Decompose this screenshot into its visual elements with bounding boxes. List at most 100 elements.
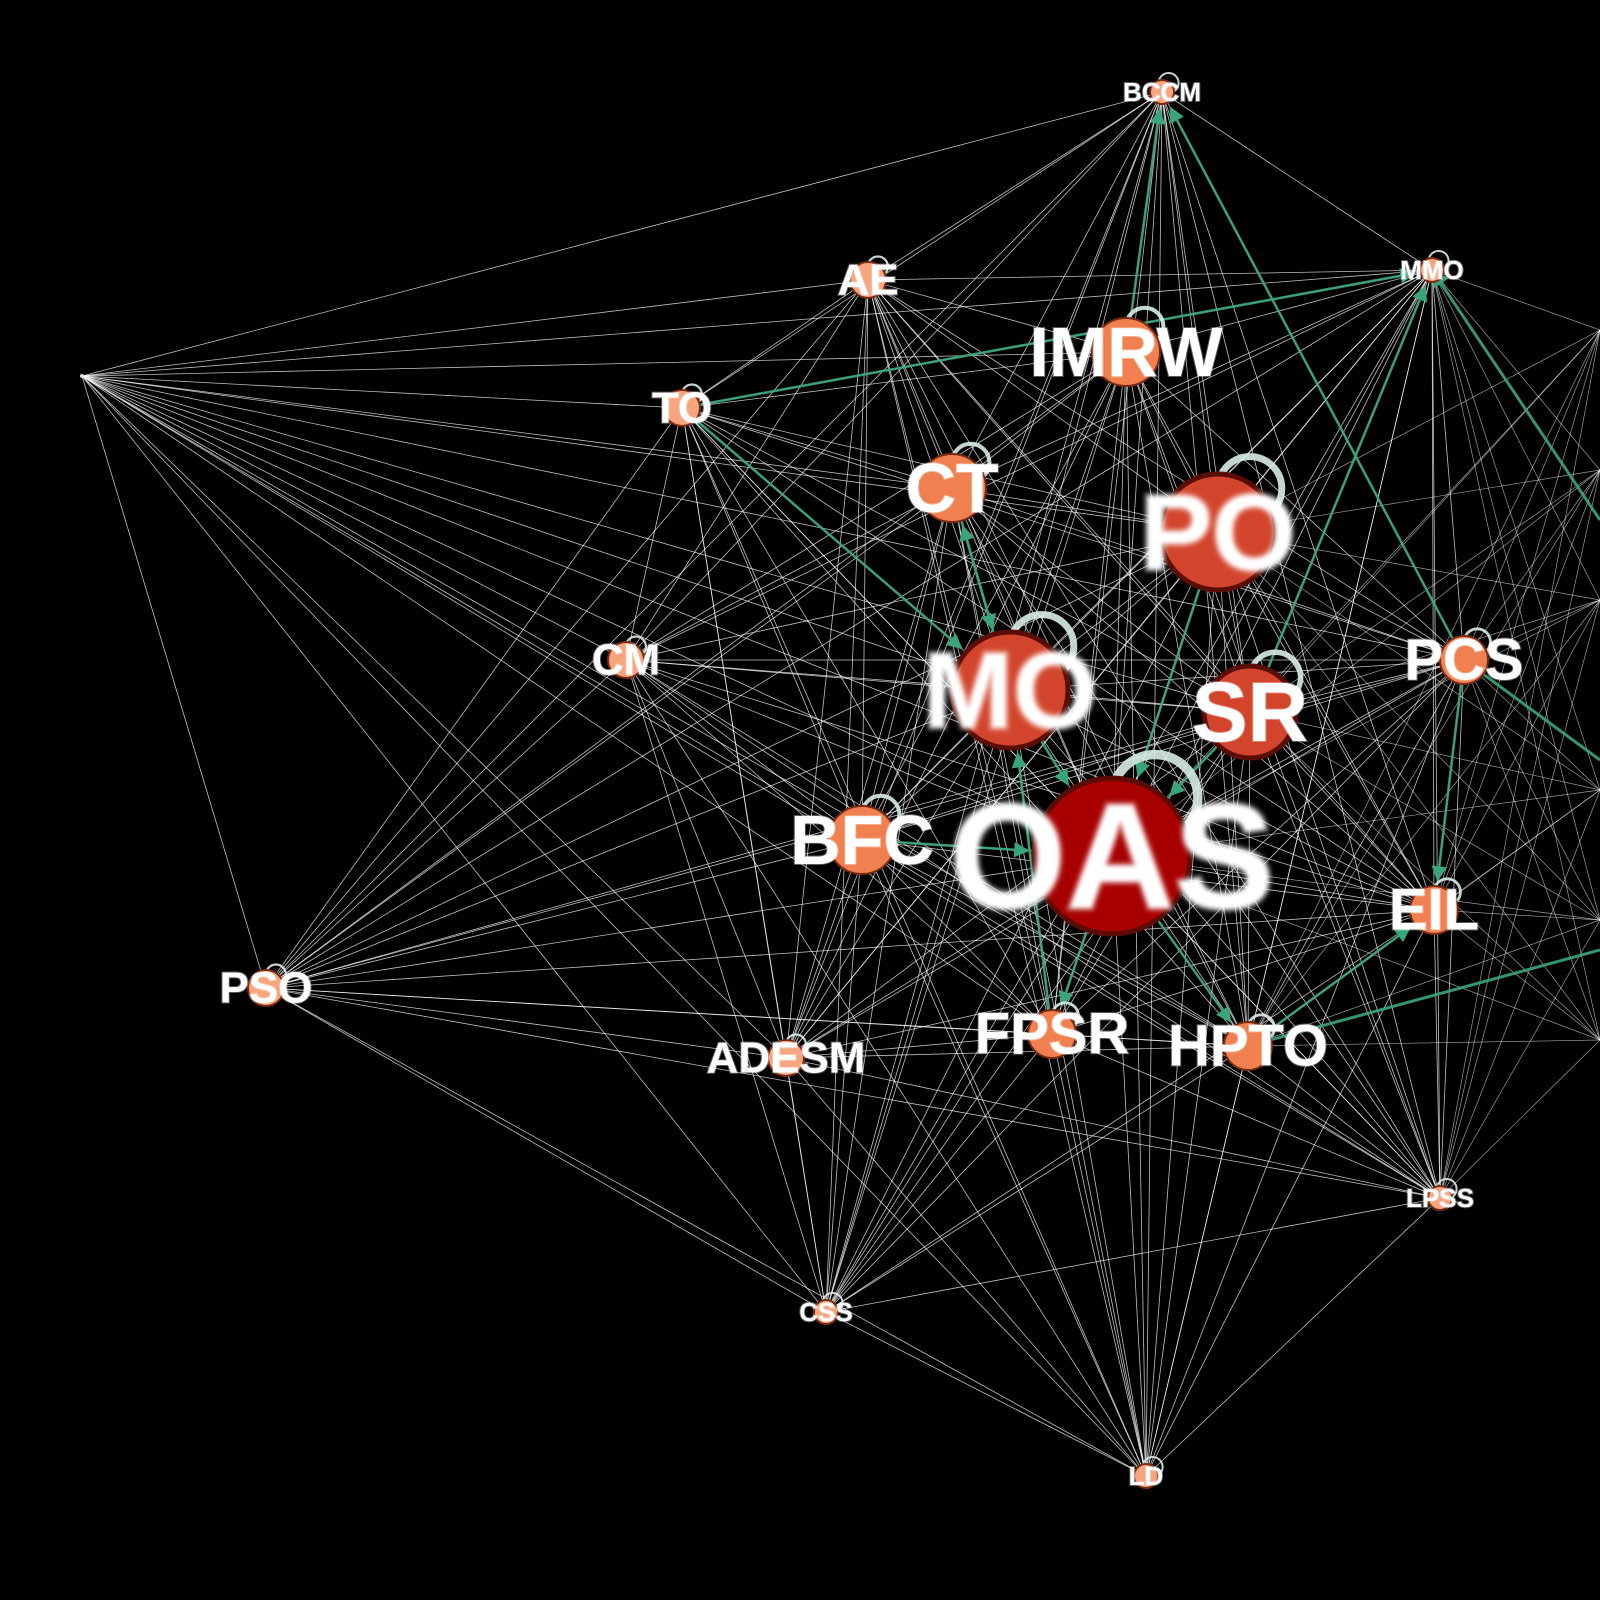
directed-edge-to-mo: [681, 407, 963, 650]
node-label-hpto: HPTO: [1168, 1014, 1328, 1079]
directed-edge-offscreen-1: [1246, 948, 1600, 1051]
node-cm[interactable]: [607, 641, 645, 679]
edge-offscreen-3-4: [1463, 659, 1600, 921]
edge-pcs-fpsr: [1051, 659, 1465, 1035]
node-imrw[interactable]: [1091, 317, 1161, 387]
edge-bccm-cm: [625, 91, 1163, 661]
directed-edge-offscreen-2: [1430, 268, 1600, 521]
node-ld[interactable]: [1133, 1463, 1159, 1489]
edge-bccm-bfc: [861, 91, 1163, 841]
edge-bfc-ld: [861, 839, 1147, 1477]
edge-bccm-po: [1161, 91, 1219, 533]
edge-offscreen-1-5: [1217, 531, 1600, 1041]
edge-ct-fpsr: [951, 487, 1053, 1035]
edge-cm-lpss: [625, 659, 1441, 1199]
edge-sr-lpss: [1249, 711, 1441, 1199]
edge-offscreen-7-1: [1247, 469, 1600, 1047]
edge-ct-adesm: [785, 487, 953, 1059]
node-mo[interactable]: [949, 629, 1071, 751]
edge-unl-po: [81, 375, 1219, 533]
node-lpss[interactable]: [1427, 1185, 1453, 1211]
edge-imrw-pcs: [1125, 351, 1465, 661]
edge-to-cm: [625, 407, 683, 661]
node-fpsr[interactable]: [1027, 1009, 1077, 1059]
edge-cm-oas: [625, 659, 1113, 857]
node-oas[interactable]: [1031, 775, 1193, 937]
node-po[interactable]: [1157, 471, 1279, 593]
edge-cm-adesm: [625, 659, 787, 1059]
edge-unl-pcs: [81, 375, 1465, 661]
edge-ct-pso: [265, 487, 953, 989]
edge-offscreen-2-4: [1431, 269, 1600, 921]
edge-imrw-oas: [1111, 351, 1127, 857]
edge-offscreen-5-2: [1439, 599, 1600, 1199]
edge-po-ld: [1145, 531, 1219, 1477]
edge-ct-eil: [951, 487, 1435, 911]
node-bccm[interactable]: [1149, 79, 1175, 105]
node-sr[interactable]: [1201, 663, 1299, 761]
edge-eil-css: [825, 909, 1435, 1313]
edge-mo-adesm: [785, 689, 1011, 1059]
node-to[interactable]: [663, 389, 701, 427]
edge-offscreen-7-0: [1247, 329, 1600, 1047]
edge-offscreen-4-5: [1433, 909, 1600, 1041]
node-eil[interactable]: [1409, 885, 1459, 935]
edge-pcs-css: [825, 659, 1465, 1313]
directed-edge-fpsr-mo: [1011, 751, 1054, 1035]
node-css[interactable]: [813, 1299, 839, 1325]
node-mmo[interactable]: [1419, 257, 1445, 283]
edge-lpss-ld: [1145, 1197, 1441, 1477]
edge-offscreen-3-3: [1463, 659, 1600, 791]
edge-po-adesm: [785, 531, 1219, 1059]
edge-pcs-ld: [1145, 659, 1465, 1477]
edge-po-lpss: [1217, 531, 1441, 1199]
node-ct[interactable]: [917, 453, 987, 523]
edge-offscreen-2-0: [1431, 269, 1600, 331]
edge-cm-sr: [625, 659, 1251, 713]
edge-unl-oas: [81, 375, 1113, 857]
edge-unl-pso: [81, 375, 267, 989]
edge-bccm-mo: [1009, 91, 1163, 691]
edge-mmo-bfc: [861, 269, 1433, 841]
node-hpto[interactable]: [1223, 1021, 1273, 1071]
edge-cm-pso: [265, 659, 627, 989]
node-ae[interactable]: [849, 261, 887, 299]
edge-offscreen-5-5: [1439, 1039, 1600, 1199]
edge-eil-pso: [265, 909, 1435, 989]
node-label-oas: OAS: [949, 772, 1274, 940]
edge-bccm-ae: [867, 91, 1163, 281]
edge-bfc-adesm: [785, 839, 863, 1059]
edge-offscreen-5-0: [1439, 329, 1600, 1199]
edge-adesm-hpto: [785, 1045, 1249, 1059]
node-unlabeled[interactable]: [80, 374, 84, 378]
directed-edge-offscreen-0: [1462, 658, 1600, 762]
edge-pcs-bfc: [861, 659, 1465, 841]
edge-ct-sr: [951, 487, 1251, 713]
edge-unl-ld: [81, 375, 1147, 1477]
edge-to-pso: [265, 407, 683, 989]
edge-ct-cm: [625, 487, 953, 661]
edge-offscreen-1-4: [1217, 531, 1600, 921]
node-label-cm: CM: [592, 636, 660, 685]
node-bfc[interactable]: [827, 805, 897, 875]
edge-cm-bfc: [625, 659, 863, 841]
node-pso[interactable]: [247, 969, 285, 1007]
node-adesm[interactable]: [767, 1039, 805, 1077]
edge-ae-cm: [625, 279, 869, 661]
edge-imrw-ct: [951, 351, 1127, 489]
edge-mmo-lpss: [1431, 269, 1441, 1199]
edge-fpsr-ld: [1051, 1033, 1147, 1477]
edge-adesm-css: [785, 1057, 827, 1313]
node-label-po: PO: [1140, 472, 1296, 593]
edge-to-bfc: [681, 407, 863, 841]
edge-bccm-pso: [265, 91, 1163, 989]
edge-ae-mmo: [867, 269, 1433, 281]
edge-offscreen-2-1: [1431, 269, 1600, 471]
edge-unl-fpsr: [81, 375, 1053, 1035]
node-pcs[interactable]: [1439, 635, 1489, 685]
edge-pcs-lpss: [1439, 659, 1465, 1199]
edge-offscreen-1-2: [1217, 531, 1600, 601]
edge-imrw-to: [681, 351, 1127, 409]
